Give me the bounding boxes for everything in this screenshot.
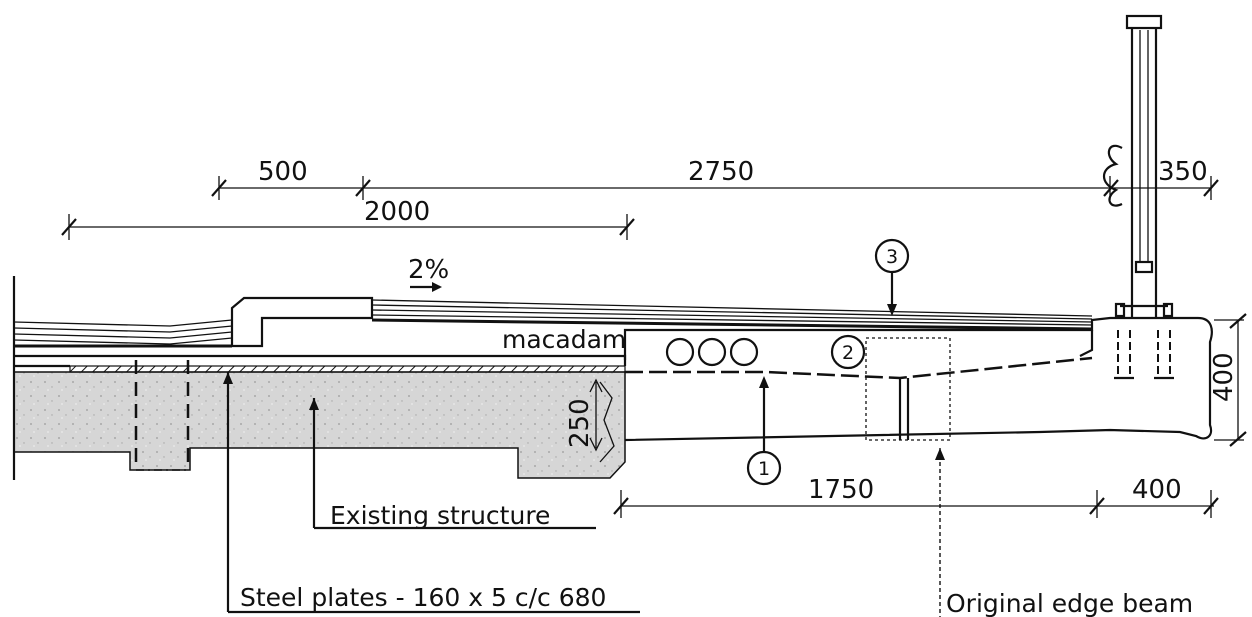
callout-2-label: 2: [842, 342, 854, 364]
steel-plates: [14, 356, 1093, 380]
break-line: [599, 381, 615, 463]
dimension-2000: 2000: [364, 197, 430, 227]
existing-structure-label: Existing structure: [330, 501, 550, 530]
slope-arrow-icon: [410, 282, 442, 292]
callout-3: 3: [874, 238, 910, 316]
dimension-400-bottom: 400: [1132, 475, 1182, 505]
membrane-line: [625, 356, 1093, 380]
dimension-2750: 2750: [688, 157, 754, 187]
slope-label: 2%: [408, 255, 449, 285]
callout-1: 1: [746, 376, 782, 486]
callout-1-label: 1: [758, 458, 770, 480]
existing-structure-leader: [309, 398, 596, 530]
dimension-350: 350: [1158, 157, 1208, 187]
existing-structure: [12, 276, 626, 480]
original-edge-beam-leader: [935, 448, 945, 617]
kerb-block: [230, 296, 374, 348]
dimension-250: 250: [565, 398, 595, 448]
original-edge-beam-outline: [865, 337, 951, 441]
callout-2: 2: [830, 334, 866, 370]
new-edge-beam: [623, 316, 1213, 442]
pavement: [13, 296, 1093, 366]
ducts: [665, 337, 759, 367]
dimension-lines: [61, 176, 1247, 518]
macadam-label: macadam: [502, 325, 626, 354]
dimension-500: 500: [258, 157, 308, 187]
railing-post: [1102, 14, 1174, 318]
dimension-400-vertical: 400: [1209, 352, 1239, 402]
steel-plates-leader: [223, 372, 640, 614]
dimension-1750: 1750: [808, 475, 874, 505]
callout-3-label: 3: [886, 246, 898, 268]
steel-plates-label: Steel plates - 160 x 5 c/c 680: [240, 583, 606, 612]
original-edge-beam-label: Original edge beam: [946, 589, 1193, 617]
